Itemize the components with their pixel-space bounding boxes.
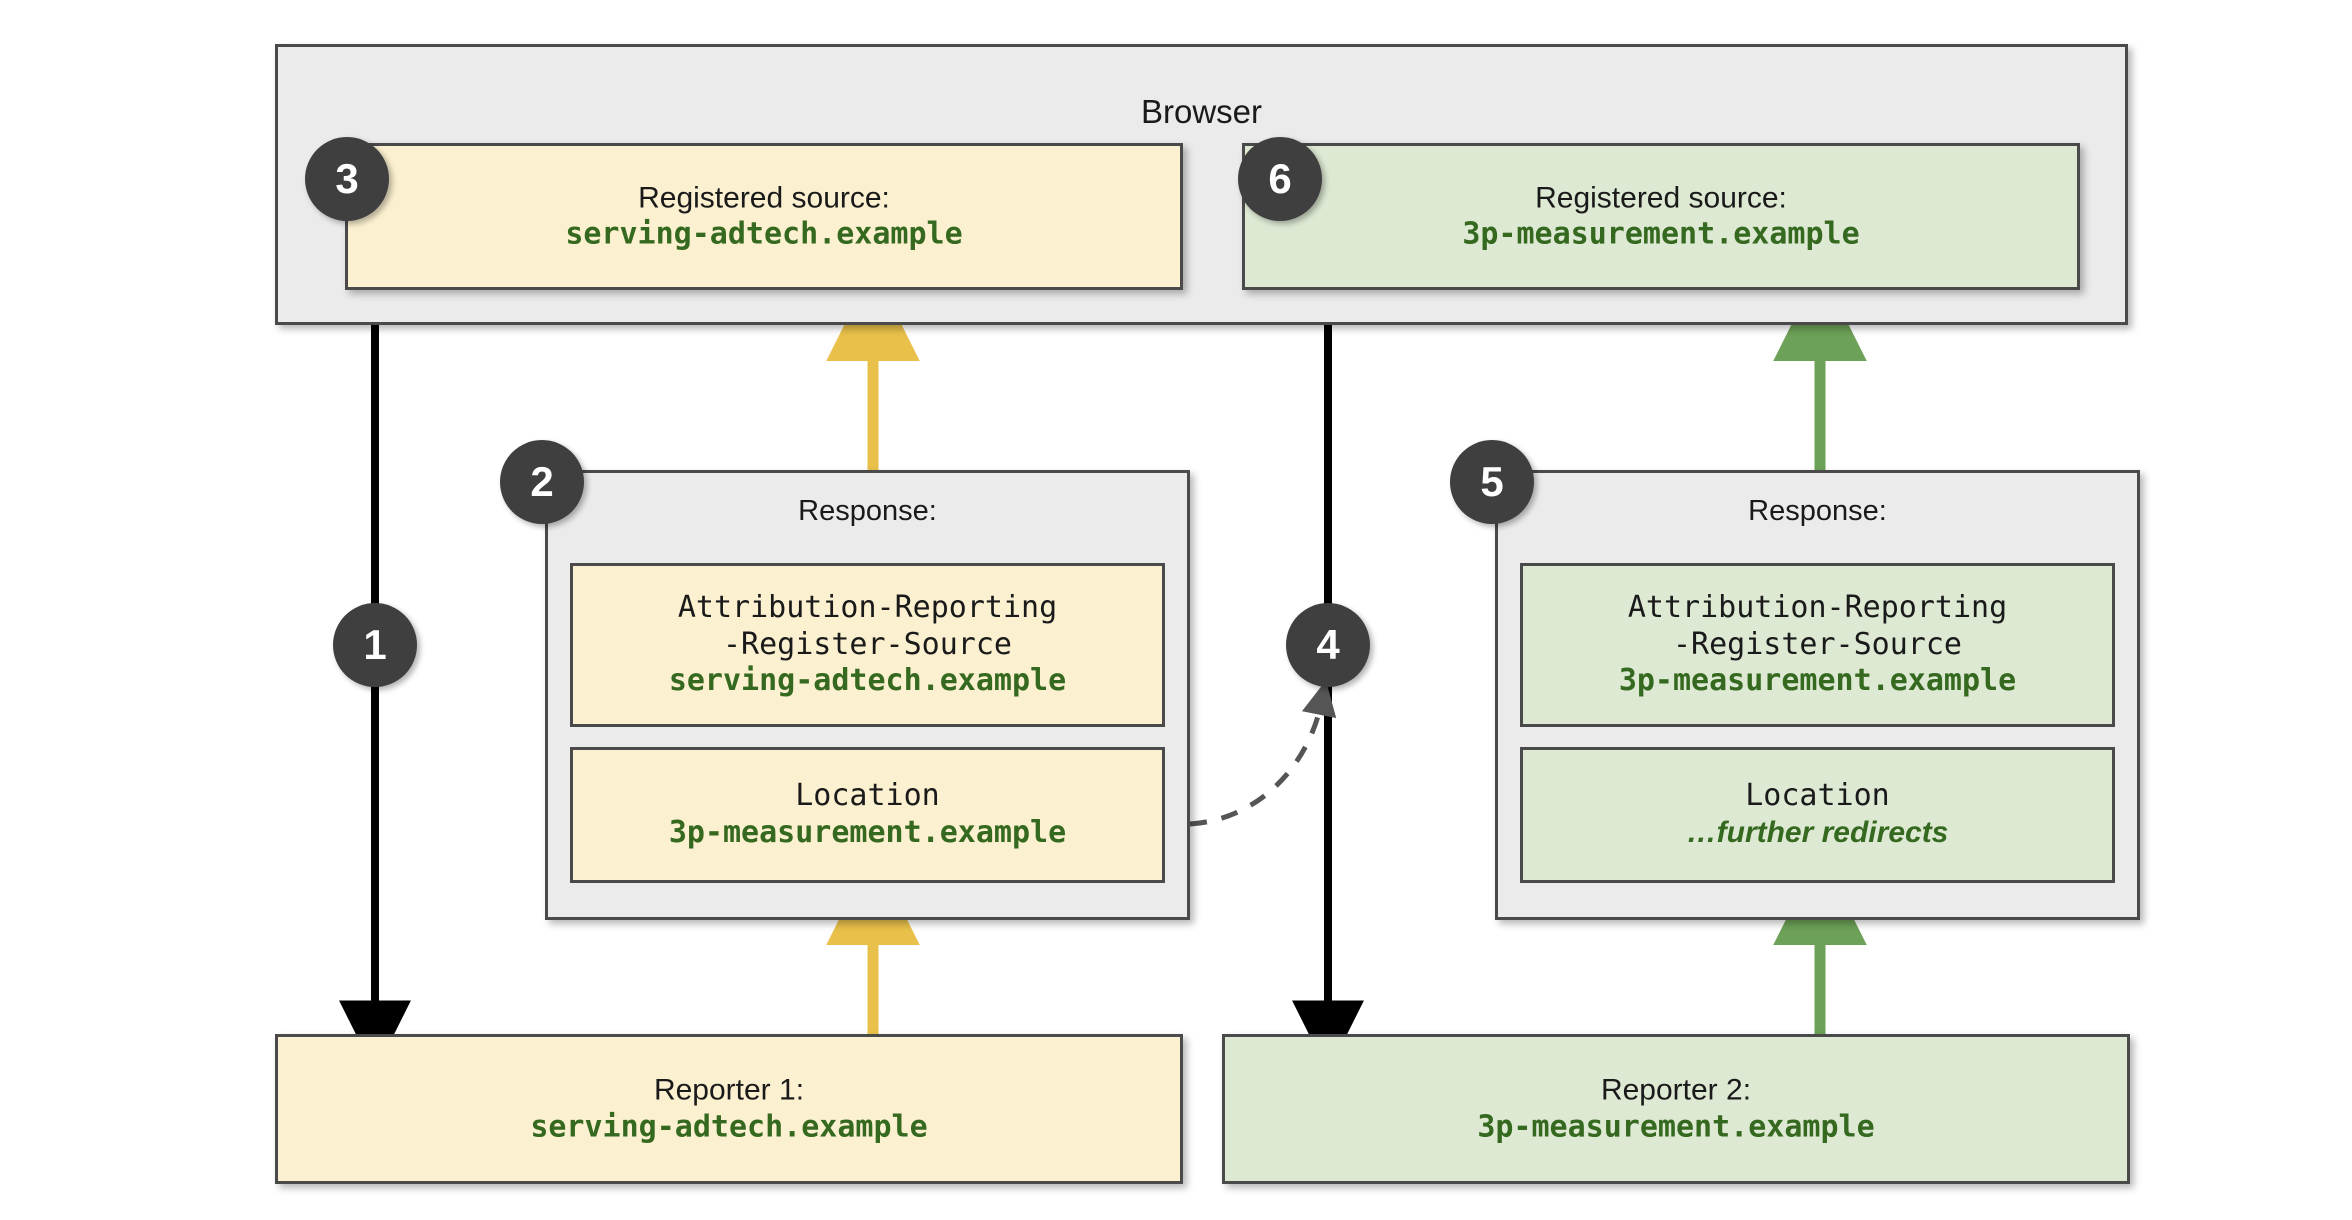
step-badge-6: 6 bbox=[1238, 137, 1322, 221]
response-2-header-1: Attribution-Reporting -Register-Source 3… bbox=[1520, 563, 2115, 727]
response-1-header-1: Attribution-Reporting -Register-Source s… bbox=[570, 563, 1165, 727]
registered-source-1-label: Registered source: bbox=[638, 180, 890, 214]
step-badge-2: 2 bbox=[500, 440, 584, 524]
response-1-header-2-value: 3p-measurement.example bbox=[668, 815, 1067, 850]
response-box-2: Response: Attribution-Reporting -Registe… bbox=[1495, 470, 2140, 920]
response-2-header-2-name-line1: Location bbox=[1745, 778, 1890, 814]
reporter-1-value: serving-adtech.example bbox=[530, 1109, 928, 1144]
registered-source-2-label: Registered source: bbox=[1535, 180, 1787, 214]
registered-source-2-value: 3p-measurement.example bbox=[1462, 216, 1860, 252]
reporter-1-label: Reporter 1: bbox=[653, 1073, 805, 1107]
registered-source-box-2: Registered source: 3p-measurement.exampl… bbox=[1242, 143, 2080, 290]
response-2-header-1-value: 3p-measurement.example bbox=[1618, 663, 2017, 699]
reporter-2-text: Reporter 2: 3p-measurement.example bbox=[1225, 1072, 2127, 1145]
browser-label: Browser bbox=[1140, 93, 1263, 130]
registered-source-2-text: Registered source: 3p-measurement.exampl… bbox=[1245, 180, 2077, 253]
response-2-label: Response: bbox=[1748, 495, 1887, 527]
step-badge-1: 1 bbox=[333, 603, 417, 687]
reporter-1-text: Reporter 1: serving-adtech.example bbox=[278, 1072, 1180, 1145]
response-1-header-2: Location 3p-measurement.example bbox=[570, 747, 1165, 883]
arrow-redirect-dashed bbox=[1189, 680, 1337, 827]
reporter-box-1: Reporter 1: serving-adtech.example bbox=[275, 1034, 1183, 1184]
response-box-1: Response: Attribution-Reporting -Registe… bbox=[545, 470, 1190, 920]
step-badge-5: 5 bbox=[1450, 440, 1534, 524]
reporter-2-label: Reporter 2: bbox=[1600, 1073, 1752, 1107]
reporter-2-value: 3p-measurement.example bbox=[1477, 1109, 1875, 1144]
registered-source-1-value: serving-adtech.example bbox=[565, 216, 963, 252]
response-1-header-2-name-line1: Location bbox=[795, 778, 940, 814]
response-2-header-1-name-line2: -Register-Source bbox=[1673, 626, 1962, 662]
response-2-header-1-name-line1: Attribution-Reporting bbox=[1627, 590, 2008, 626]
response-2-header-2-value: …further redirects bbox=[1686, 816, 1949, 849]
response-2-header-2: Location …further redirects bbox=[1520, 747, 2115, 883]
registered-source-box-1: Registered source: serving-adtech.exampl… bbox=[345, 143, 1183, 290]
reporter-box-2: Reporter 2: 3p-measurement.example bbox=[1222, 1034, 2130, 1184]
response-1-header-1-value: serving-adtech.example bbox=[668, 663, 1067, 699]
response-1-header-1-name-line2: -Register-Source bbox=[723, 626, 1012, 662]
step-badge-3: 3 bbox=[305, 137, 389, 221]
response-1-header-1-name-line1: Attribution-Reporting bbox=[677, 590, 1058, 626]
step-badge-4: 4 bbox=[1286, 603, 1370, 687]
response-1-label: Response: bbox=[798, 495, 937, 527]
registered-source-1-text: Registered source: serving-adtech.exampl… bbox=[348, 180, 1180, 253]
